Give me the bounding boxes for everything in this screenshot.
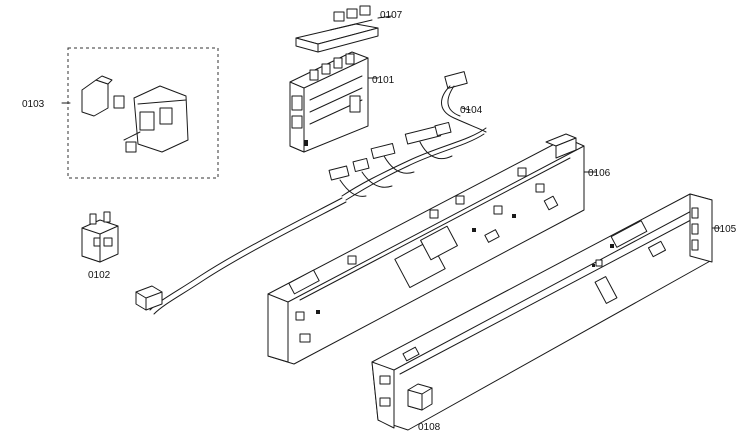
label-0102: 0102 bbox=[88, 270, 111, 281]
part-0106-control-panel-frame bbox=[267, 133, 597, 365]
part-0102-relay bbox=[81, 211, 119, 263]
part-0101-control-module bbox=[289, 51, 379, 153]
label-0107: 0107 bbox=[380, 10, 403, 21]
label-0101: 0101 bbox=[372, 75, 395, 86]
part-0103-door-lock-assembly bbox=[61, 47, 219, 179]
label-0106: 0106 bbox=[588, 168, 611, 179]
label-0108: 0108 bbox=[418, 422, 441, 433]
part-0105-front-fascia bbox=[371, 193, 721, 431]
part-0108-button-cap bbox=[407, 383, 433, 411]
part-0104-cable-harness bbox=[135, 71, 487, 315]
part-labels: 0107 0101 0104 0103 0106 0105 0102 0108 bbox=[22, 10, 737, 433]
label-0105: 0105 bbox=[714, 224, 737, 235]
label-0104: 0104 bbox=[460, 105, 483, 116]
label-0103: 0103 bbox=[22, 99, 45, 110]
part-0107-switch-module bbox=[295, 5, 393, 53]
